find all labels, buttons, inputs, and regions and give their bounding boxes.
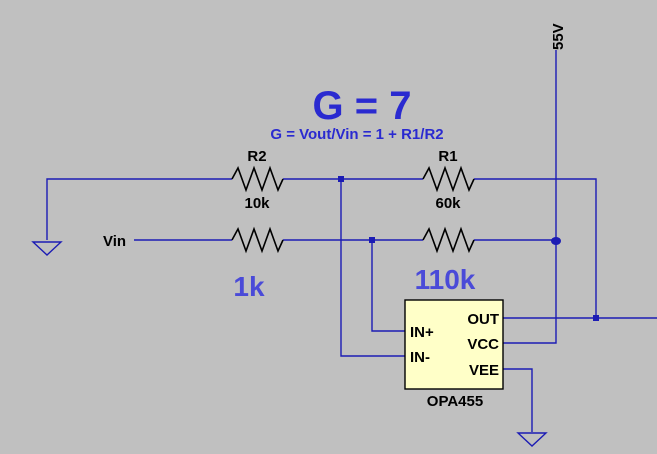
junction-dot-vin	[369, 237, 375, 243]
r2-value: 10k	[244, 195, 270, 212]
resistor-overlay-right: 110k	[415, 264, 476, 295]
wire-node-to-in-minus	[340, 179, 405, 357]
pin-vee: VEE	[469, 362, 499, 379]
wire-r1-to-out	[474, 178, 597, 318]
gain-title: G = 7	[313, 84, 412, 128]
wire-gnd-to-r2	[46, 178, 232, 240]
r2-name: R2	[247, 148, 266, 165]
junction-dot-top	[338, 176, 344, 182]
junction-dot-supply	[551, 237, 561, 245]
resistor-overlay-left: 1k	[233, 271, 265, 302]
junction-dot-out	[593, 315, 599, 321]
opamp-part-label: OPA455	[427, 393, 483, 410]
resistor-r1[interactable]	[422, 165, 475, 193]
wire-node-to-in-plus	[371, 240, 405, 332]
ground-symbol-bottom	[516, 432, 548, 447]
wire-vee-to-gnd	[503, 368, 533, 432]
pin-in-plus: IN+	[410, 324, 434, 341]
ground-symbol-left	[31, 241, 63, 256]
opamp-body[interactable]	[404, 299, 504, 390]
wires	[46, 50, 657, 432]
r1-name: R1	[438, 148, 457, 165]
r1-value: 60k	[435, 195, 461, 212]
resistor-vin-left[interactable]	[231, 226, 284, 254]
pin-out: OUT	[467, 311, 499, 328]
supply-label: 55V	[550, 23, 567, 50]
resistor-r2[interactable]	[231, 165, 284, 193]
wire-supply-to-vcc	[503, 50, 557, 344]
input-label-vin: Vin	[103, 233, 126, 250]
gain-formula: G = Vout/Vin = 1 + R1/R2	[270, 126, 443, 143]
pin-in-minus: IN-	[410, 349, 430, 366]
pin-vcc: VCC	[467, 336, 499, 353]
resistor-vin-right[interactable]	[422, 226, 475, 254]
